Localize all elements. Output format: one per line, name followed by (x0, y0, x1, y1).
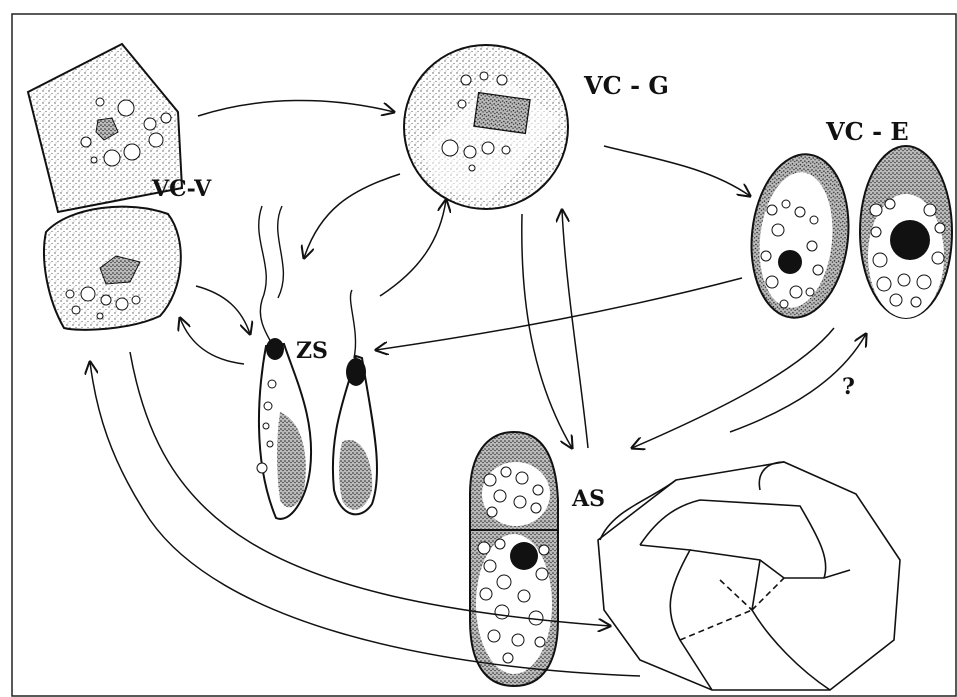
label-as: AS (571, 486, 605, 512)
arrow-vce-to-zs (376, 278, 742, 350)
label-vc-e: VC - E (825, 117, 909, 146)
vc-g-cell (404, 45, 568, 209)
arrow-as-to-vcg (562, 210, 588, 448)
zoospore-right (333, 290, 377, 514)
arrow-zs-to-vcg (380, 200, 446, 296)
as-cell (470, 432, 558, 686)
arrow-zs-to-vcv (180, 318, 244, 364)
label-vc-v: VC-V (151, 176, 212, 202)
arrow-vcg-to-zs (304, 174, 400, 258)
vc-v-cell (44, 207, 181, 330)
vc-e-cell-right (860, 146, 952, 318)
arrow-vcg-to-vce (604, 146, 750, 196)
arrow-vce-to-cyst (632, 328, 834, 448)
arrow-top-cell-to-vcg (198, 100, 394, 116)
label-question: ? (842, 374, 855, 400)
label-vc-g: VC - G (583, 71, 669, 100)
label-zs: ZS (296, 338, 328, 364)
polyhedral-cyst (598, 462, 900, 690)
vc-e-cell-left (744, 149, 857, 322)
arrow-vcv-to-zs (196, 286, 250, 334)
